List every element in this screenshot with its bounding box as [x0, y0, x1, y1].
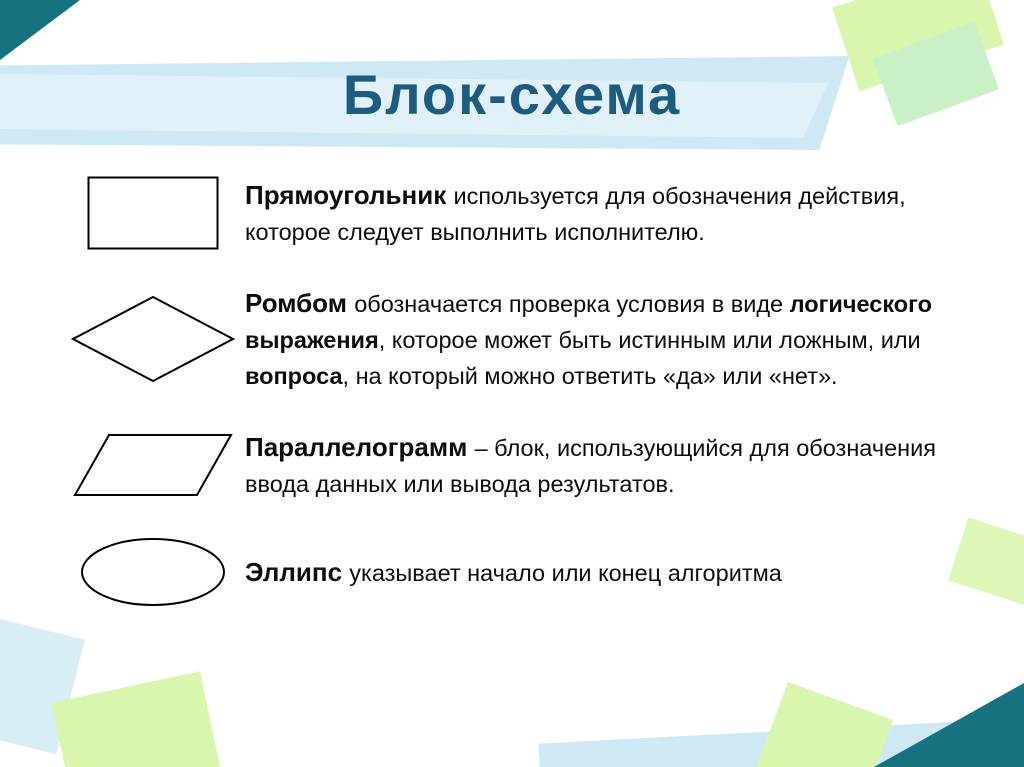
- decor-green-shape-bottom-left: [51, 671, 221, 767]
- decor-green-shape-bottom-right: [754, 681, 894, 767]
- decor-teal-corner-top-left: [0, 0, 80, 60]
- decor-blue-strip-bottom: [538, 716, 1024, 767]
- decor-teal-corner-bottom-right: [874, 683, 1024, 767]
- flowchart-row-diamond: Ромбом обозначается проверка условия в в…: [60, 284, 986, 394]
- diamond-description: Ромбом обозначается проверка условия в в…: [245, 288, 932, 389]
- ellipse-svg: [80, 538, 225, 606]
- page-title: Блок-схема: [342, 63, 682, 126]
- rectangle-description: Прямоугольник используется для обозначен…: [245, 180, 906, 245]
- flowchart-row-rectangle: Прямоугольник используется для обозначен…: [60, 176, 986, 250]
- ellipse-description: Эллипс указывает начало или конец алгори…: [245, 556, 782, 587]
- slide-content: Прямоугольник используется для обозначен…: [60, 176, 986, 642]
- diamond-shape: [60, 295, 245, 383]
- diamond-svg: [70, 295, 235, 383]
- parallelogram-svg: [72, 433, 233, 496]
- flowchart-row-ellipse: Эллипс указывает начало или конец алгори…: [60, 536, 986, 608]
- rectangle-svg: [87, 176, 218, 250]
- ellipse-shape: [60, 536, 245, 608]
- parallelogram-description: Параллелограмм – блок, использующийся дл…: [245, 431, 937, 497]
- rectangle-shape: [60, 176, 245, 250]
- parallelogram-shape: [60, 433, 245, 497]
- flowchart-row-parallelogram: Параллелограмм – блок, использующийся дл…: [60, 428, 986, 502]
